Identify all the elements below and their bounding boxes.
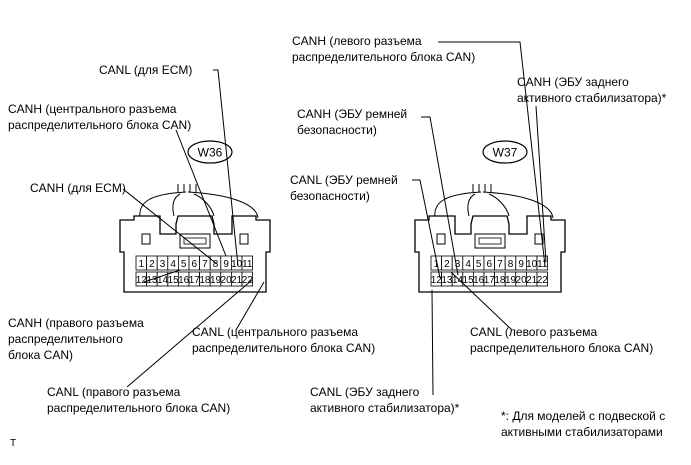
pin-number: 8	[213, 259, 219, 270]
pin-number: 18	[494, 275, 506, 286]
pin-number: 18	[199, 275, 211, 286]
connector-id-badge	[482, 140, 528, 164]
wire-bundle	[172, 193, 181, 217]
leader-line	[175, 129, 227, 257]
housing-notch	[239, 233, 249, 245]
label-w36-canl-right: CANL (правого разъема распределительного…	[47, 385, 231, 415]
pin-number: 22	[537, 275, 549, 286]
pin-cavity	[536, 255, 549, 271]
label-w37-canh-rear-stab: CANH (ЭБУ заднего активного стабилизатор…	[517, 75, 667, 105]
leader-line	[450, 271, 513, 331]
pin-number: 7	[202, 259, 208, 270]
pin-number: 2	[444, 259, 450, 270]
leader-line	[126, 279, 253, 388]
connector-id-label: W37	[493, 146, 518, 160]
connector-id-label: W36	[198, 146, 223, 160]
latch-window-inner	[478, 237, 502, 245]
leader-line	[421, 116, 459, 276]
pin-number: 3	[160, 259, 166, 270]
label-w37-canh-left: CANH (левого разъема распределительного …	[292, 34, 476, 64]
pin-number: 15	[463, 275, 475, 286]
pin-number: 21	[526, 275, 538, 286]
label-w37-canh-belt: CANH (ЭБУ ремней безопасности)	[297, 107, 408, 137]
leader-line	[235, 281, 265, 331]
leader-line	[535, 105, 547, 263]
pin-number: 12	[431, 275, 443, 286]
wire-bundle	[187, 191, 259, 219]
leader-line	[213, 69, 239, 267]
wire-bundle	[482, 191, 554, 219]
wire-bundle	[193, 193, 215, 217]
pin-number: 5	[181, 259, 187, 270]
wire-bundle	[139, 191, 187, 219]
pin-number: 19	[505, 275, 517, 286]
pin-number: 9	[518, 259, 524, 270]
label-w36-canh-ecm: CANH (для ECM)	[30, 181, 126, 195]
pin-number: 5	[476, 259, 482, 270]
pin-number: 19	[210, 275, 222, 286]
pin-number: 1	[434, 259, 440, 270]
leader-line	[438, 41, 546, 267]
leader-line	[431, 289, 434, 396]
pin-number: 20	[516, 275, 528, 286]
pin-number: 10	[526, 259, 538, 270]
label-w36-canh-right: CANH (правого разъема распределительного…	[8, 316, 144, 362]
corner-mark: T	[10, 438, 17, 449]
leader-line	[122, 188, 218, 265]
pin-number: 15	[168, 275, 180, 286]
pin-number: 22	[242, 275, 254, 286]
pin-number: 6	[487, 259, 493, 270]
label-w36-canl-ecm: CANL (для ECM)	[99, 63, 193, 77]
pin-number: 4	[170, 259, 176, 270]
wire-bundle	[488, 193, 510, 217]
pin-cavity	[536, 271, 549, 287]
pin-number: 16	[178, 275, 190, 286]
pin-cavity	[241, 271, 254, 287]
pin-number: 16	[473, 275, 485, 286]
pin-number: 11	[537, 259, 548, 270]
pin-number: 11	[242, 259, 253, 270]
housing-notch	[436, 233, 446, 245]
housing-notch	[534, 233, 544, 245]
pin-number: 12	[136, 275, 148, 286]
connector-id-badge	[187, 140, 233, 164]
pin-number: 1	[139, 259, 145, 270]
pin-number: 8	[508, 259, 514, 270]
pin-number: 7	[497, 259, 503, 270]
housing-notch	[141, 233, 151, 245]
pin-number: 9	[223, 259, 229, 270]
wire-bundle	[434, 191, 482, 219]
label-w36-canh-central: CANH (центрального разъема распределител…	[8, 102, 192, 132]
pin-number: 17	[484, 275, 496, 286]
label-w37-canl-belt: CANL (ЭБУ ремней безопасности)	[290, 173, 398, 203]
leader-line	[143, 269, 181, 283]
pin-number: 2	[149, 259, 155, 270]
wire-bundle	[467, 193, 476, 217]
pin-number: 14	[157, 275, 169, 286]
pin-number: 10	[231, 259, 243, 270]
pin-number: 6	[192, 259, 198, 270]
label-w36-canl-central: CANL (центрального разъема распределител…	[192, 325, 376, 355]
leader-line	[412, 179, 441, 279]
latch-window-inner	[183, 237, 207, 245]
pin-cavity	[241, 255, 254, 271]
label-w37-canl-rear-stab: CANL (ЭБУ заднего активного стабилизатор…	[310, 385, 460, 415]
pin-number: 21	[231, 275, 243, 286]
pin-number: 4	[465, 259, 471, 270]
pin-number: 3	[455, 259, 461, 270]
pin-number: 14	[452, 275, 464, 286]
pin-number: 17	[189, 275, 201, 286]
label-w37-canl-left: CANL (левого разъема распределительного …	[470, 325, 654, 355]
pin-number: 13	[146, 275, 158, 286]
pin-number: 20	[221, 275, 233, 286]
footnote: *: Для моделей с подвеской с активными с…	[501, 409, 666, 439]
pin-number: 13	[441, 275, 453, 286]
leader-lines	[122, 41, 547, 396]
